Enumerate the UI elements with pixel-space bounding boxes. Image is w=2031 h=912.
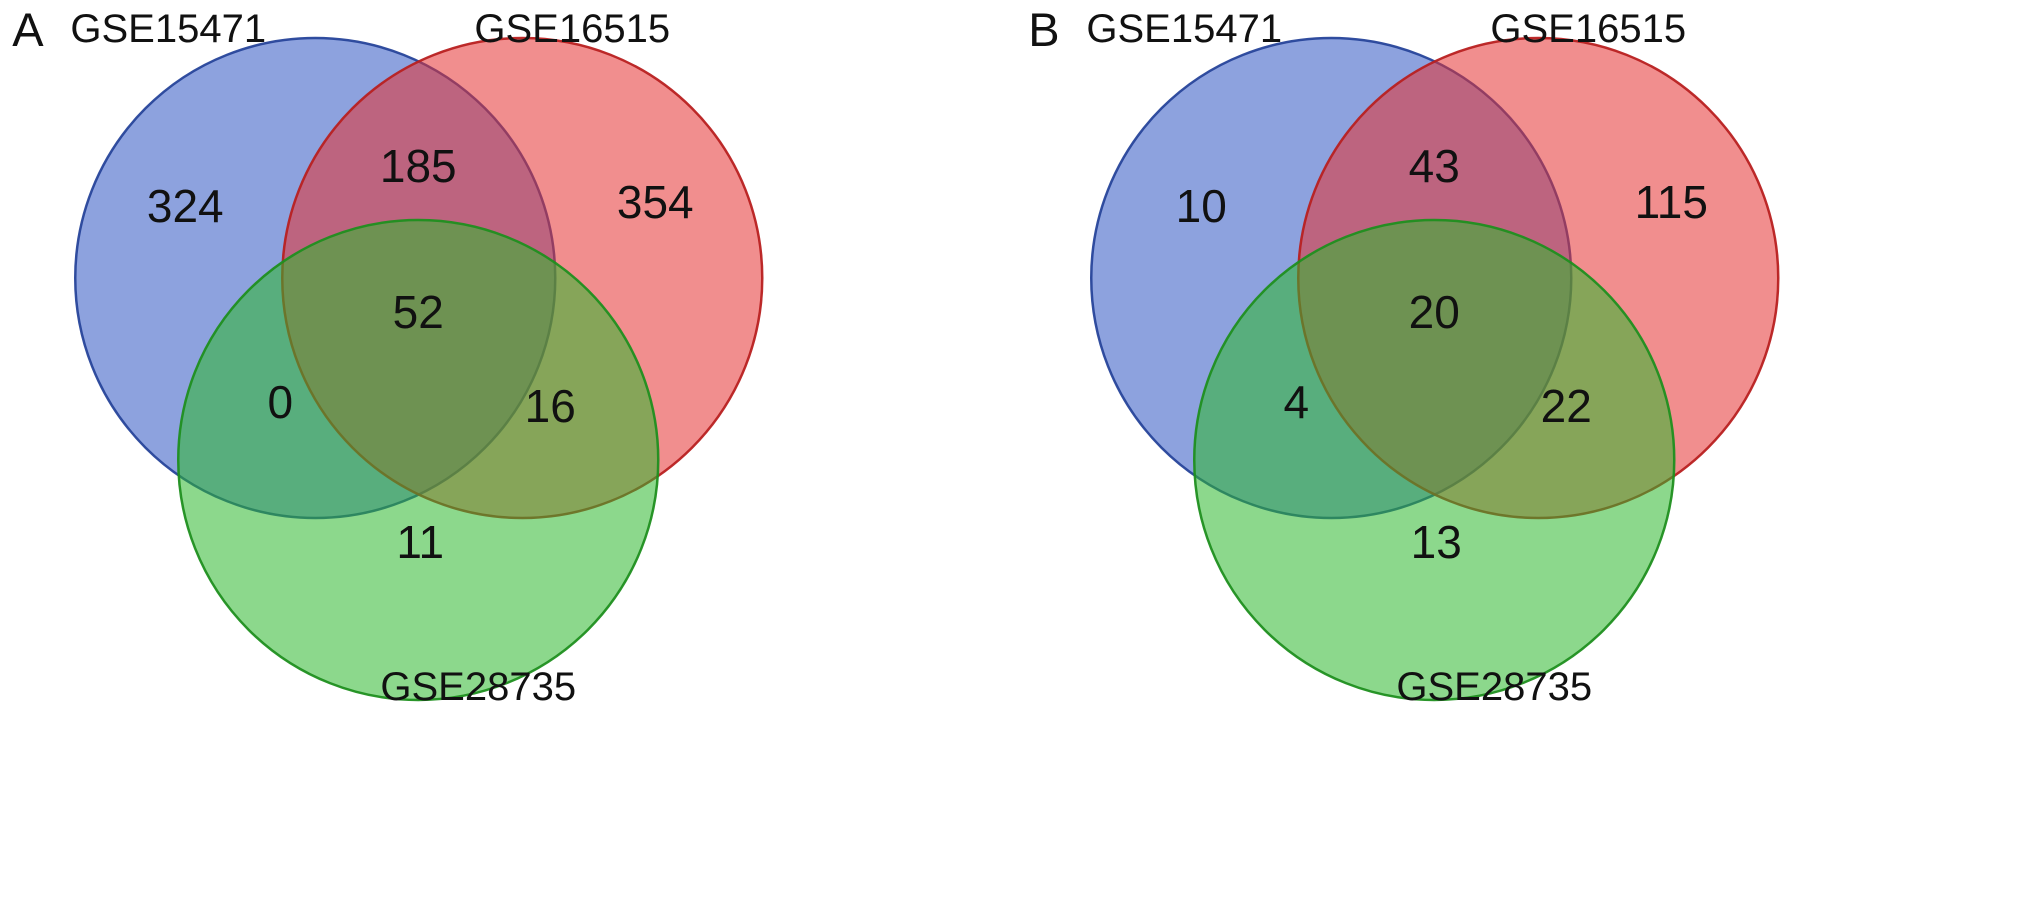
set-label-gse15471: GSE15471: [70, 7, 266, 51]
count-gse15471-gse16515: 185: [380, 140, 457, 192]
count-gse28735-only: 13: [1410, 516, 1461, 568]
venn-svg-b: B GSE15471 GSE16515 GSE28735 10 115 43 2…: [1028, 3, 1779, 709]
set-label-gse16515: GSE16515: [1490, 7, 1686, 51]
count-gse15471-only: 10: [1175, 180, 1226, 232]
panel-letter: A: [12, 3, 44, 56]
circle-gse28735: [177, 218, 660, 702]
count-gse16515-gse28735: 16: [525, 380, 576, 432]
count-gse15471-gse28735: 0: [267, 376, 293, 428]
count-all-three: 20: [1408, 286, 1459, 338]
set-label-gse28735: GSE28735: [380, 665, 576, 709]
count-gse15471-only: 324: [147, 180, 224, 232]
count-gse16515-only: 115: [1634, 176, 1707, 228]
set-label-gse28735: GSE28735: [1396, 665, 1592, 709]
count-gse15471-gse16515: 43: [1408, 140, 1459, 192]
count-all-three: 52: [393, 286, 444, 338]
count-gse16515-only: 354: [617, 176, 694, 228]
venn-panel-b: B GSE15471 GSE16515 GSE28735 10 115 43 2…: [1016, 0, 2031, 912]
venn-panel-a: A GSE15471 GSE16515 GSE28735 324 354 185…: [12, 3, 764, 709]
count-gse15471-gse28735: 4: [1283, 376, 1309, 428]
count-gse16515-gse28735: 22: [1540, 380, 1591, 432]
circle-gse28735: [1192, 218, 1675, 702]
set-label-gse15471: GSE15471: [1086, 7, 1282, 51]
venn-svg-a: A GSE15471 GSE16515 GSE28735 324 354 185…: [12, 3, 764, 709]
count-gse28735-only: 11: [396, 516, 444, 568]
panel-letter: B: [1028, 3, 1059, 56]
set-label-gse16515: GSE16515: [474, 7, 670, 51]
